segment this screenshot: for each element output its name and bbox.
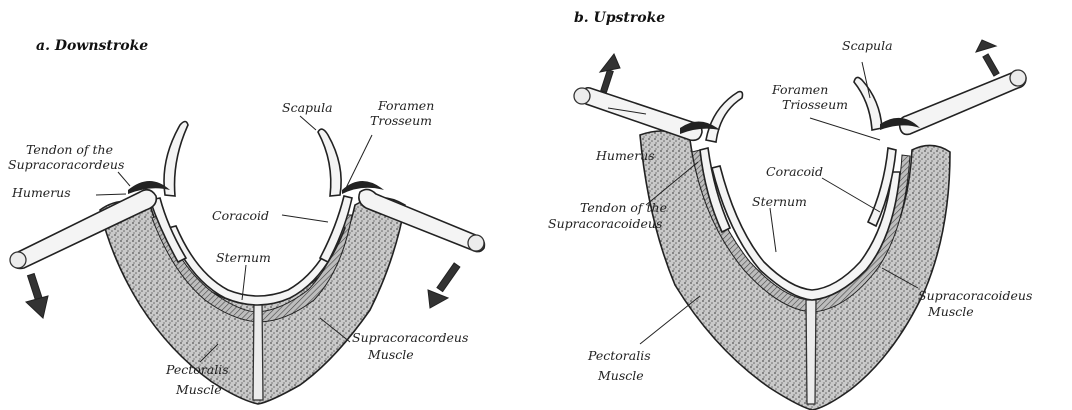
scapula-right-b [854, 77, 882, 130]
humerus-head-left-a [10, 252, 26, 268]
label-tendon-a: Tendon of the Supracoracordeus [8, 142, 124, 172]
panel-b-title: b. Upstroke [574, 10, 665, 26]
label-sternum-b: Sternum [752, 194, 807, 209]
label-pectoralis-b: Pectoralis Muscle [587, 348, 655, 383]
arrow-up-right-b [976, 40, 999, 76]
leader-scapula-a [300, 116, 316, 130]
scapula-right-a [318, 129, 341, 196]
panel-upstroke: b. Upstroke [548, 10, 1036, 410]
panel-downstroke: a. Downstroke [8, 38, 484, 404]
arrow-down-right-a [428, 263, 460, 308]
humerus-head-right-b [1010, 70, 1026, 86]
label-sternum-a: Sternum [216, 250, 271, 265]
scapula-left-a [164, 122, 188, 197]
label-supra-muscle-a: Supracoracordeus Muscle [352, 330, 472, 362]
leader-sternum-b [770, 208, 776, 252]
panel-a-title: a. Downstroke [36, 38, 148, 54]
label-supra-muscle-b: Supracoracoideus Muscle [918, 288, 1036, 319]
leader-pectoralis-b [640, 296, 700, 344]
label-coracoid-b: Coracoid [766, 164, 823, 179]
label-foramen-a: Foramen Trosseum [370, 98, 438, 128]
label-foramen-b: Foramen Triosseum [771, 82, 848, 112]
arrow-up-left-b [600, 54, 620, 92]
label-tendon-b: Tendon of the Supracoracoideus [548, 200, 671, 231]
humerus-head-right-a [468, 235, 484, 251]
label-humerus-a: Humerus [11, 185, 71, 200]
label-scapula-a: Scapula [282, 100, 333, 115]
leader-humerus-a [96, 194, 126, 195]
sternum-keel-a [253, 300, 263, 400]
leader-foramen-b [810, 118, 880, 140]
leader-coracoid-a [282, 215, 328, 222]
scapula-left-b [706, 92, 743, 142]
leader-coracoid-b [822, 178, 880, 212]
label-scapula-b: Scapula [842, 38, 893, 53]
arrow-down-left-a [26, 273, 48, 318]
sternum-keel-b [806, 300, 816, 404]
leader-foramen-a [346, 135, 372, 188]
label-coracoid-a: Coracoid [212, 208, 269, 223]
humerus-right-b [900, 72, 1026, 135]
humerus-head-left-b [574, 88, 590, 104]
label-humerus-b: Humerus [595, 148, 655, 163]
leader-tendon-a [118, 172, 130, 186]
